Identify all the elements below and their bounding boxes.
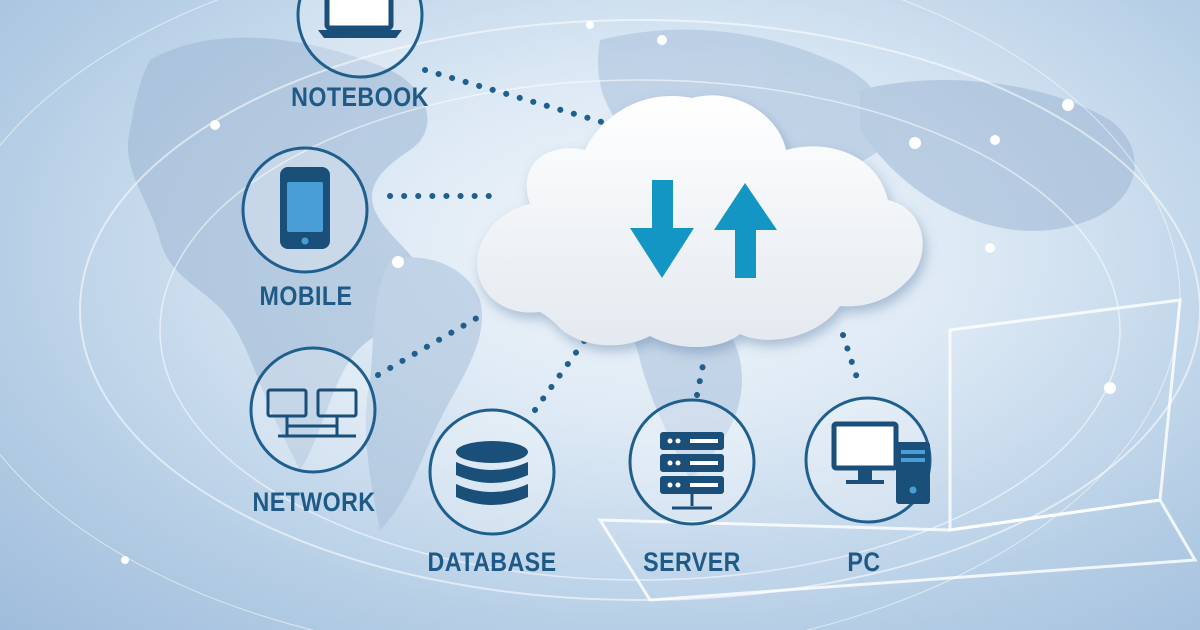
database-label: DATABASE — [427, 547, 557, 577]
glow-dots-background — [121, 21, 1116, 564]
upload-download-arrows-icon — [630, 180, 777, 278]
download-arrow-icon — [630, 180, 694, 278]
smartphone-icon — [280, 167, 330, 249]
database-icon — [456, 441, 528, 505]
world-map-background — [127, 29, 1135, 530]
notebook-label: NOTEBOOK — [291, 82, 429, 112]
connector-network — [375, 312, 485, 378]
cloud — [476, 95, 923, 348]
pc-label: PC — [847, 547, 881, 577]
laptop-outline-background — [597, 298, 1198, 602]
network-icon — [266, 388, 358, 438]
server-icon — [660, 432, 724, 510]
dotted-connectors — [375, 67, 863, 413]
mobile-label: MOBILE — [259, 281, 353, 311]
desktop-pc-icon — [831, 421, 930, 504]
laptop-icon — [318, 0, 402, 38]
network-node-ring — [249, 346, 377, 474]
server-label: SERVER — [643, 547, 741, 577]
upload-arrow-icon — [714, 183, 777, 278]
connector-notebook — [422, 67, 615, 128]
connector-pc — [840, 332, 863, 390]
network-label: NETWORK — [252, 487, 376, 517]
connector-server — [694, 357, 707, 398]
connector-database — [532, 337, 588, 413]
